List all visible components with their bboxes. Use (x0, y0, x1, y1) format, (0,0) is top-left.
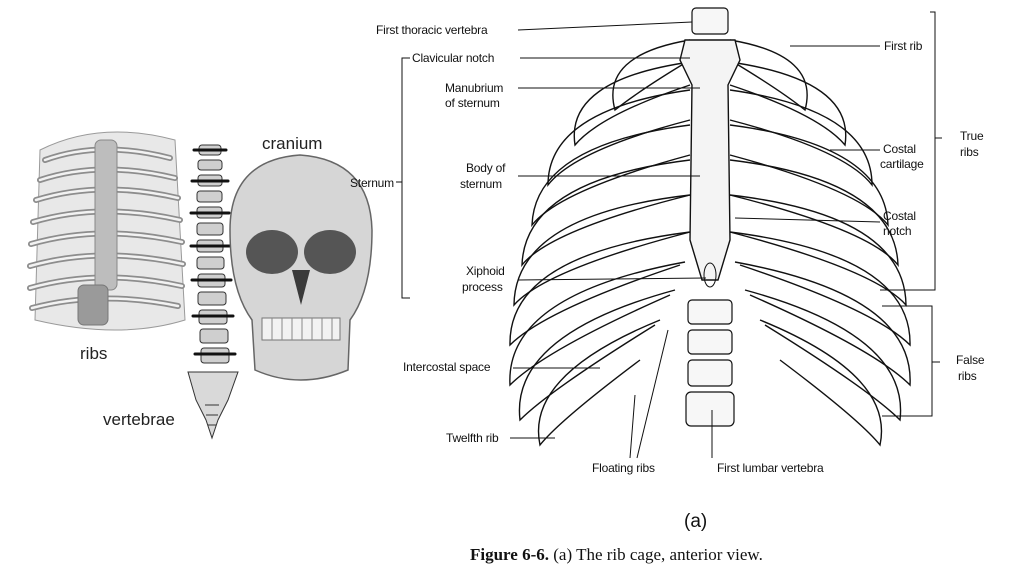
label-sternum: Sternum (350, 176, 394, 190)
figure-number: Figure 6-6. (470, 545, 550, 564)
vertebral-column (685, 7, 735, 427)
label-true-ribs-line2: ribs (960, 145, 979, 159)
ribs-label: ribs (80, 344, 108, 363)
skull-image (229, 154, 373, 381)
label-intercostal-space: Intercostal space (403, 360, 491, 374)
figure-caption-text: (a) The rib cage, anterior view. (549, 545, 763, 564)
label-floating-ribs: Floating ribs (592, 461, 655, 475)
label-false-ribs-line1: False (956, 353, 985, 367)
sternum-shape (679, 39, 741, 281)
xiphoid-shape (703, 262, 717, 288)
label-first-lumbar-vertebra: First lumbar vertebra (717, 461, 824, 475)
rib-cage-3d-image (27, 131, 186, 331)
label-body-line2: sternum (460, 177, 502, 191)
label-manubrium-line2: of sternum (445, 96, 500, 110)
label-costal-notch-line2: notch (883, 224, 912, 238)
label-costal-cartilage-line1: Costal (883, 142, 916, 156)
leader-lines (396, 11, 942, 459)
label-costal-notch-line1: Costal (883, 209, 916, 223)
panel-letter: (a) (684, 511, 708, 532)
label-first-rib: First rib (884, 39, 923, 53)
label-first-thoracic-vertebra: First thoracic vertebra (376, 23, 488, 37)
label-costal-cartilage-line2: cartilage (880, 157, 924, 171)
label-true-ribs-line1: True (960, 129, 984, 143)
figure-caption: Figure 6-6. (a) The rib cage, anterior v… (470, 545, 763, 565)
label-false-ribs-line2: ribs (958, 369, 977, 383)
label-xiphoid-line2: process (462, 280, 503, 294)
ribs-outline (509, 39, 911, 447)
label-body-line1: Body of (466, 161, 506, 175)
spine-image (187, 144, 239, 440)
label-clavicular-notch: Clavicular notch (412, 51, 495, 65)
vertebrae-label: vertebrae (103, 410, 175, 429)
label-manubrium-line1: Manubrium (445, 81, 504, 95)
label-xiphoid-line1: Xiphoid (466, 264, 505, 278)
cranium-label: cranium (262, 134, 323, 153)
label-twelfth-rib: Twelfth rib (446, 431, 499, 445)
